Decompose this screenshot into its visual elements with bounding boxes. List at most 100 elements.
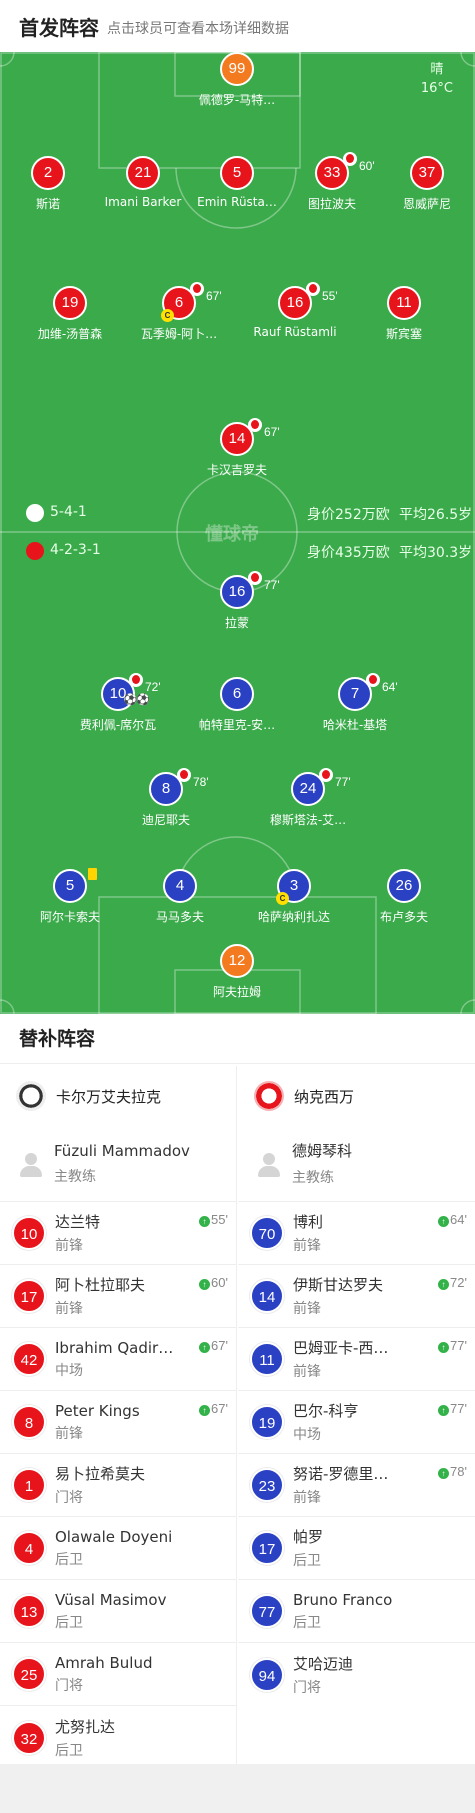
sub-out-minute: 67' (264, 425, 280, 439)
sub-player-row[interactable]: 10 达兰特前锋 ↑55' (0, 1202, 236, 1265)
sub-out-icon (190, 282, 204, 296)
sub-player-position: 门将 (293, 1679, 321, 1696)
sub-player-row[interactable]: 70 博利前锋 ↑64' (238, 1202, 475, 1265)
away-player-4[interactable]: 4 马马多夫 (120, 869, 240, 925)
sub-player-position: 后卫 (55, 1614, 83, 1631)
home-subs-column: 卡尔万艾夫拉克 Füzuli Mammadov 主教练 10 达兰特前锋 ↑55… (0, 1066, 237, 1764)
sub-player-row[interactable]: 14 伊斯甘达罗夫前锋 ↑72' (238, 1265, 475, 1328)
sub-player-position: 中场 (293, 1427, 321, 1443)
sub-player-name: 艾哈迈迪 (293, 1654, 354, 1673)
home-player-2[interactable]: 2 斯诺 (0, 156, 108, 212)
goal-icon: ⚽⚽ (123, 694, 150, 706)
player-name: 加维-汤普森 (37, 327, 103, 341)
sub-in-minute: 78' (450, 1464, 467, 1479)
home-player-37[interactable]: 37 恩威萨尼 (367, 156, 475, 212)
away-market-value: 身价435万欧 (307, 545, 390, 561)
sub-out-minute: 77' (335, 775, 351, 789)
yellow-card-icon (88, 868, 97, 880)
home-player-99[interactable]: 99 佩德罗-马特… (177, 52, 297, 108)
sub-out-icon (306, 282, 320, 296)
away-coach[interactable]: 德姆琴科 主教练 (238, 1126, 475, 1202)
player-number: 8 (161, 780, 171, 797)
coach-name: 德姆琴科 (292, 1142, 353, 1160)
home-player-21[interactable]: 21 Imani Barker (83, 156, 203, 209)
lineup-header: 首发阵容 点击球员可查看本场详细数据 (0, 0, 475, 52)
sub-player-row[interactable]: 42 Ibrahim Qadir…中场 ↑67' (0, 1328, 236, 1391)
sub-player-position: 后卫 (55, 1742, 83, 1759)
sub-player-row[interactable]: 19 巴尔-科亨中场 ↑77' (238, 1391, 475, 1454)
sub-in-icon: ↑ (199, 1279, 211, 1290)
player-number: 2 (31, 156, 65, 190)
sub-player-row[interactable]: 17 帕罗后卫 (238, 1517, 475, 1580)
sub-player-row[interactable]: 17 阿卜杜拉耶夫前锋 ↑60' (0, 1265, 236, 1328)
away-player-6[interactable]: 6 帕特里克-安… (177, 677, 297, 733)
sub-player-row[interactable]: 11 巴姆亚卡-西…前锋 ↑77' (238, 1328, 475, 1391)
home-player-11[interactable]: 11 斯宾塞 (344, 286, 464, 342)
sub-out-minute: 55' (322, 289, 338, 303)
sub-player-number: 19 (250, 1405, 284, 1439)
player-number: 5 (65, 877, 75, 894)
home-team-name: 卡尔万艾夫拉克 (56, 1087, 162, 1106)
pitch: 晴 16°C 懂球帝 5-4-1 身价252万欧 平均26.5岁 4-2-3-1… (0, 52, 475, 1014)
coach-avatar-icon (16, 1149, 46, 1179)
sub-player-number: 42 (12, 1342, 46, 1376)
player-number: 3 (289, 877, 299, 894)
sub-player-name: 伊斯甘达罗夫 (293, 1276, 384, 1294)
away-average-age: 平均30.3岁 (399, 545, 473, 561)
sub-player-position: 前锋 (293, 1490, 321, 1506)
player-name: 马马多夫 (155, 910, 204, 924)
sub-out-minute: 67' (206, 289, 222, 303)
home-coach[interactable]: Füzuli Mammadov 主教练 (0, 1126, 236, 1202)
home-player-5[interactable]: 5 Emin Rüsta… (177, 156, 297, 209)
home-team-header[interactable]: 卡尔万艾夫拉克 (0, 1066, 236, 1126)
sub-player-name: Olawale Doyeni (55, 1527, 173, 1546)
player-name: 恩威萨尼 (402, 197, 451, 211)
away-team-summary: 4-2-3-1 身价435万欧 平均30.3岁 (26, 540, 475, 564)
player-number: 6 (174, 294, 184, 311)
sub-player-number: 25 (12, 1657, 46, 1691)
sub-player-name: 巴尔-科亨 (293, 1402, 359, 1420)
sub-player-position: 前锋 (55, 1238, 83, 1254)
away-player-5[interactable]: 5 阿尔卡索夫 (10, 868, 130, 925)
sub-player-number: 11 (250, 1342, 284, 1376)
player-number: 11 (387, 286, 421, 320)
sub-player-number: 70 (250, 1216, 284, 1250)
player-name: 卡汉吉罗夫 (206, 463, 267, 477)
sub-player-name: 达兰特 (55, 1213, 101, 1231)
sub-player-row[interactable]: 32 尤努扎达后卫 (0, 1706, 236, 1769)
sub-player-position: 门将 (55, 1677, 83, 1694)
sub-player-row[interactable]: 1 易卜拉希莫夫门将 (0, 1454, 236, 1517)
player-name: 费利佩-席尔瓦 (79, 718, 157, 732)
sub-out-minute: 77' (264, 578, 280, 592)
sub-player-row[interactable]: 94 艾哈迈迪门将 (238, 1643, 475, 1706)
sub-player-number: 94 (250, 1657, 284, 1692)
home-player-19[interactable]: 19 加维-汤普森 (10, 286, 130, 342)
player-number: 12 (220, 944, 254, 978)
sub-player-position: 后卫 (293, 1614, 321, 1631)
sub-player-row[interactable]: 23 努诺-罗德里…前锋 ↑78' (238, 1454, 475, 1517)
player-name: 迪尼耶夫 (141, 813, 190, 827)
away-subs-column: 纳克西万 德姆琴科 主教练 70 博利前锋 ↑64' 14 伊斯甘达罗夫前锋 ↑… (238, 1066, 475, 1706)
home-team-logo-icon (16, 1081, 46, 1111)
sub-in-minute: 77' (450, 1401, 467, 1416)
sub-player-number: 17 (250, 1531, 284, 1565)
away-player-26[interactable]: 26 布卢多夫 (344, 869, 464, 925)
sub-in-minute: 72' (450, 1275, 467, 1290)
away-team-header[interactable]: 纳克西万 (238, 1066, 475, 1126)
away-player-12[interactable]: 12 阿夫拉姆 (177, 944, 297, 1000)
